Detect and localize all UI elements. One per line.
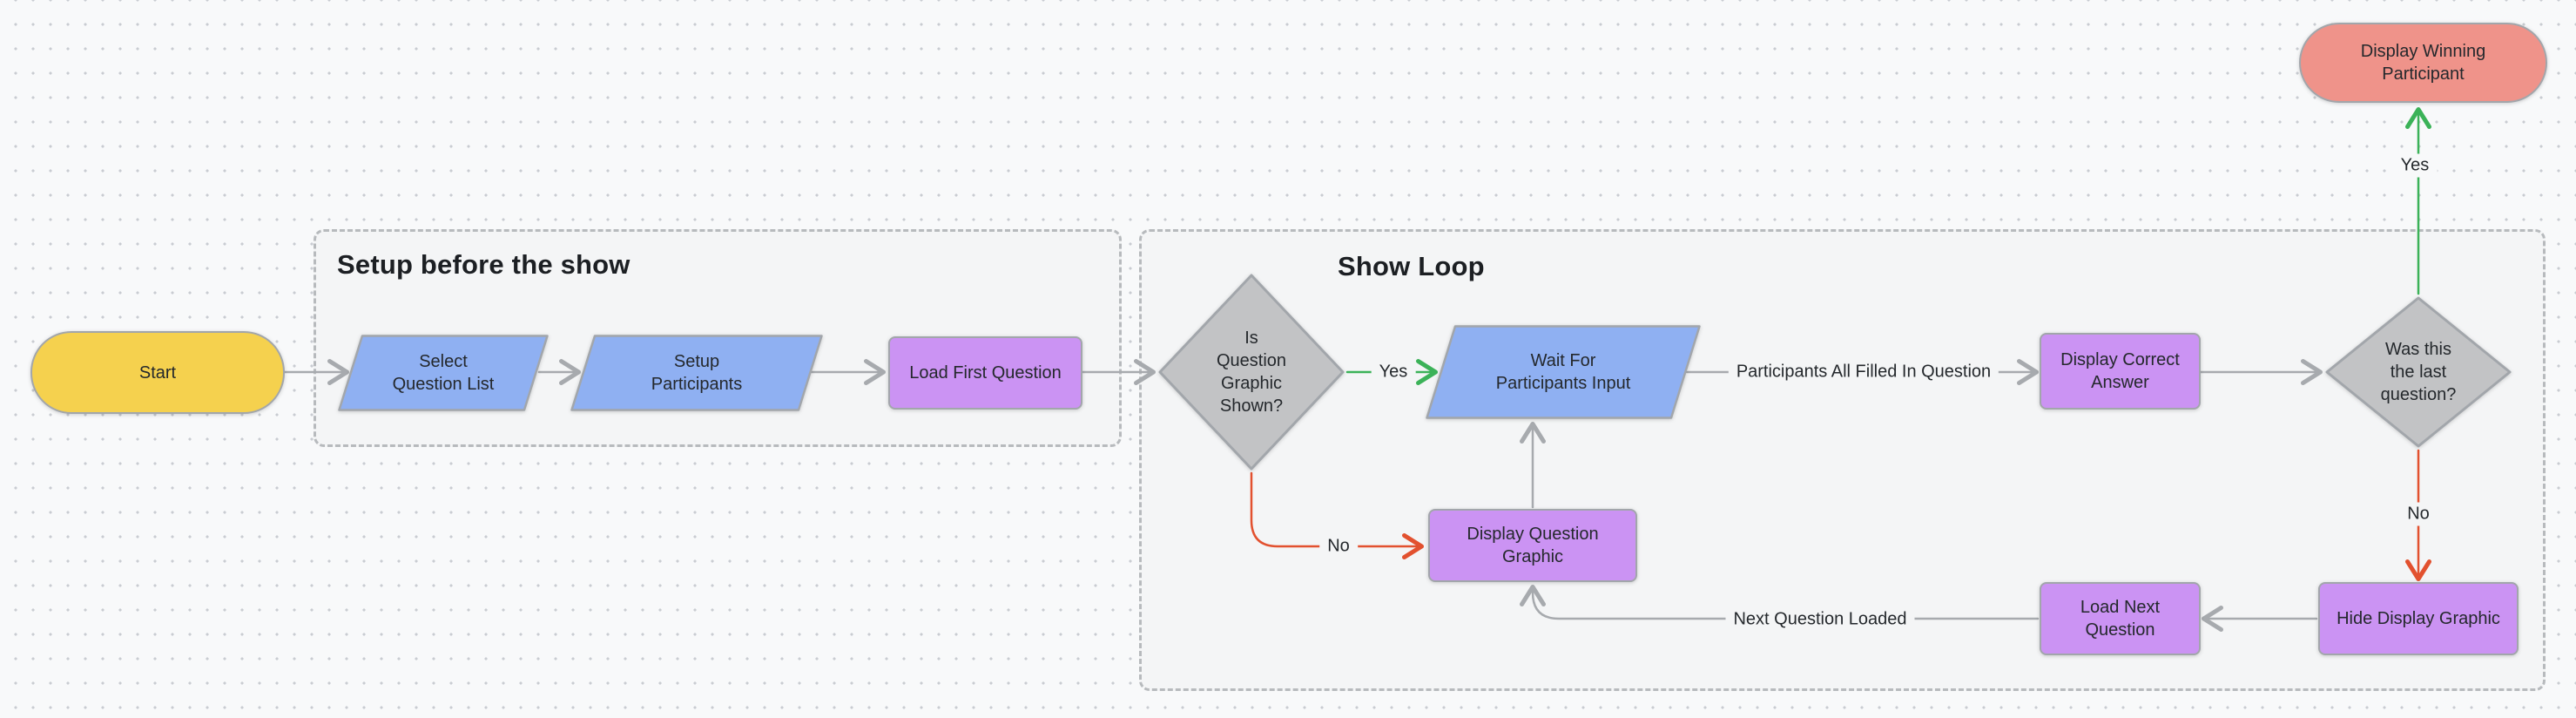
edge-label-no-graphic-shown[interactable]: No [1319,534,1358,559]
node-is-question-graphic-shown[interactable]: Is Question Graphic Shown? [1157,273,1345,471]
node-load-first-question-label: Load First Question [909,363,1062,383]
node-display-winning-participant-label: Display Winning Participant [2360,42,2486,84]
edge-label-participants-all-filled[interactable]: Participants All Filled In Question [1728,360,1999,384]
decision-diamond-shape [2325,296,2512,448]
node-was-this-the-last-question-label: Was this the last question? [2380,340,2457,404]
node-was-this-the-last-question[interactable]: Was this the last question? [2324,295,2512,449]
parallelogram-shape [338,335,549,411]
node-display-correct-answer[interactable]: Display Correct Answer [2040,333,2201,410]
edge-next-question-loaded[interactable] [1520,585,2040,620]
node-select-question-list[interactable]: Select Question List [338,335,549,411]
node-hide-display-graphic[interactable]: Hide Display Graphic [2318,582,2519,655]
parallelogram-shape [1426,325,1701,419]
edge-label-yes-last-question[interactable]: Yes [2392,153,2438,178]
edge-label-no-last-question[interactable]: No [2399,502,2438,526]
node-select-question-list-label: Select Question List [392,352,495,394]
parallelogram-shape [570,335,823,411]
node-display-question-graphic-label: Display Question Graphic [1467,525,1599,566]
node-display-question-graphic[interactable]: Display Question Graphic [1428,509,1637,582]
node-wait-for-participants-input-label: Wait For Participants Input [1495,351,1631,393]
node-start[interactable]: Start [30,331,285,414]
node-setup-participants-label: Setup Participants [651,352,743,394]
group-show-loop-title[interactable]: Show Loop [1338,251,1485,281]
edge-label-next-question-loaded[interactable]: Next Question Loaded [1725,607,1915,632]
node-is-question-graphic-shown-label: Is Question Graphic Shown? [1216,329,1287,416]
node-display-correct-answer-label: Display Correct Answer [2060,350,2180,392]
node-start-label: Start [138,362,177,383]
edge-no-to-display-question-graphic[interactable] [1250,471,1424,559]
node-load-next-question[interactable]: Load Next Question [2040,582,2201,655]
edge-label-yes-graphic-shown[interactable]: Yes [1371,360,1416,384]
decision-diamond-shape [1158,274,1345,471]
node-display-winning-participant[interactable]: Display Winning Participant [2299,23,2547,103]
group-setup-title[interactable]: Setup before the show [337,249,631,280]
node-wait-for-participants-input[interactable]: Wait For Participants Input [1426,325,1701,419]
node-load-next-question-label: Load Next Question [2080,598,2161,640]
node-hide-display-graphic-label: Hide Display Graphic [2337,609,2500,628]
node-load-first-question[interactable]: Load First Question [888,336,1082,410]
node-setup-participants[interactable]: Setup Participants [570,335,823,411]
